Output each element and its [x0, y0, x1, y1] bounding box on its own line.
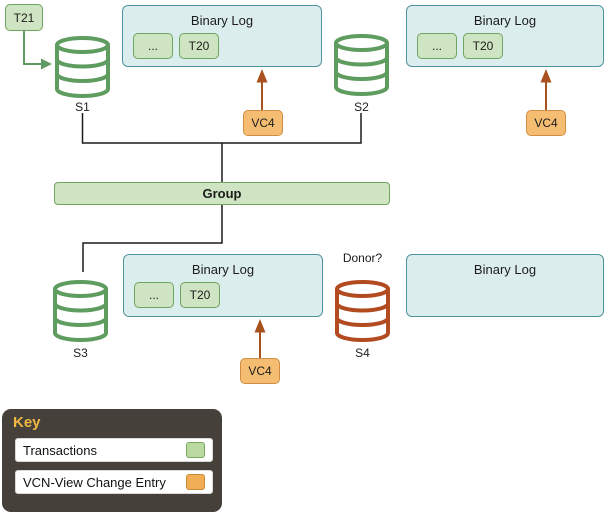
- group-connector-lines: [81, 113, 362, 272]
- database-s2-icon: [334, 34, 389, 96]
- key-legend: Key Transactions VCN-View Change Entry: [2, 409, 222, 512]
- key-row-view-change: VCN-View Change Entry: [15, 470, 213, 494]
- transaction-t20-chip: T20: [179, 33, 219, 59]
- view-change-swatch-icon: [186, 474, 205, 490]
- key-legend-title: Key: [13, 414, 41, 431]
- transaction-swatch-icon: [186, 442, 205, 458]
- transaction-t20-chip: T20: [180, 282, 220, 308]
- transaction-ellipsis-chip: ...: [417, 33, 457, 59]
- donor-annotation: Donor?: [342, 251, 383, 265]
- server-s2-label: S2: [354, 100, 369, 114]
- binary-log-box-s2: Binary Log ... T20: [406, 5, 604, 67]
- binary-log-box-s4: Binary Log: [406, 254, 604, 317]
- server-s4-label: S4: [355, 346, 370, 360]
- vc4-arrowhead-3-icon: [254, 319, 266, 333]
- binary-log-box-s3: Binary Log ... T20: [123, 254, 323, 317]
- transaction-ellipsis-chip: ...: [133, 33, 173, 59]
- binary-log-title: Binary Log: [473, 13, 537, 28]
- transaction-t21-box: T21: [5, 4, 43, 31]
- server-s1-label: S1: [75, 100, 90, 114]
- t21-arrowhead-icon: [41, 58, 52, 70]
- group-box: Group: [54, 182, 390, 205]
- server-s3-label: S3: [73, 346, 88, 360]
- transaction-ellipsis-chip: ...: [134, 282, 174, 308]
- vc4-arrowhead-2-icon: [540, 69, 552, 83]
- database-s1-icon: [55, 36, 110, 98]
- vc4-arrowhead-1-icon: [256, 69, 268, 83]
- view-change-vc4-box-2: VC4: [526, 110, 566, 136]
- transaction-t20-chip: T20: [463, 33, 503, 59]
- binary-log-title: Binary Log: [190, 13, 254, 28]
- t21-to-s1-arrow: [23, 31, 42, 65]
- view-change-vc4-box-3: VC4: [240, 358, 280, 384]
- binary-log-title: Binary Log: [191, 262, 255, 277]
- key-row-label: VCN-View Change Entry: [23, 474, 166, 490]
- key-row-transactions: Transactions: [15, 438, 213, 462]
- key-row-label: Transactions: [23, 442, 97, 458]
- view-change-vc4-box-1: VC4: [243, 110, 283, 136]
- binary-log-title: Binary Log: [473, 262, 537, 277]
- database-s3-icon: [53, 280, 108, 342]
- binary-log-box-s1: Binary Log ... T20: [122, 5, 322, 67]
- database-s4-icon: [335, 280, 390, 342]
